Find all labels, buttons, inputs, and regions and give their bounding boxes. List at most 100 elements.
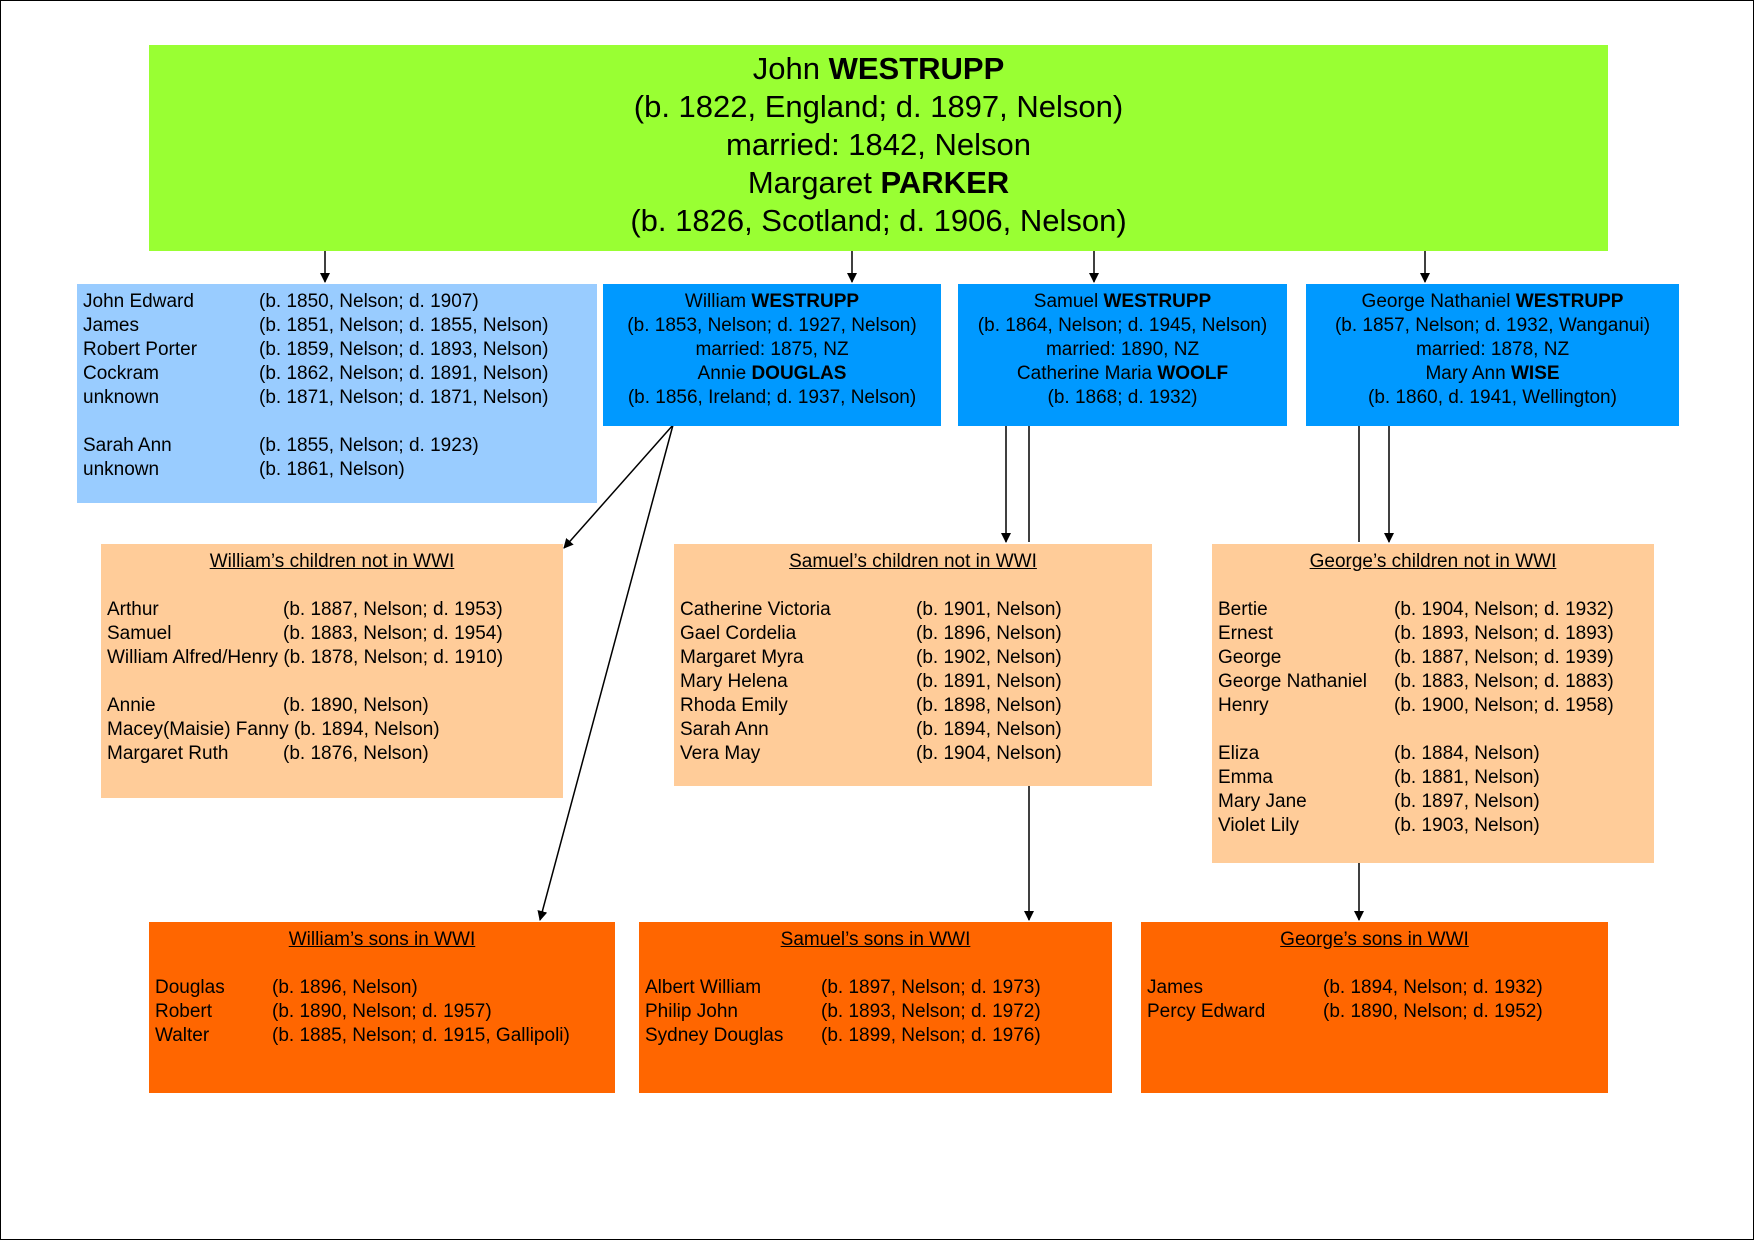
george-sons-title: George’s sons in WWI xyxy=(1280,929,1469,950)
george-sons-box: George’s sons in WWI James(b. 1894, Nels… xyxy=(1141,922,1608,1093)
person-name: Cockram xyxy=(83,363,160,384)
person-dates: (b. 1901, Nelson) xyxy=(916,599,1062,620)
person-row: Sydney Douglas (b. 1899, Nelson; d. 1976) xyxy=(645,1024,1112,1048)
person-dates: (b. 1878, Nelson; d. 1910) xyxy=(283,647,504,668)
person-dates: (b. 1851, Nelson; d. 1855, Nelson) xyxy=(259,315,549,336)
person-name: Albert William xyxy=(645,977,762,998)
person-row: Ernest(b. 1893, Nelson; d. 1893) xyxy=(1218,622,1654,646)
wife-dates: (b. 1826, Scotland; d. 1906, Nelson) xyxy=(630,203,1127,238)
person-dates: (b. 1893, Nelson; d. 1972) xyxy=(821,1001,1041,1022)
person-dates: (b. 1885, Nelson; d. 1915, Gallipoli) xyxy=(272,1025,570,1046)
list-gap xyxy=(107,670,563,694)
person-row: Violet Lily(b. 1903, Nelson) xyxy=(1218,814,1654,838)
person-name: Ernest xyxy=(1218,623,1273,644)
george-children-box: George’s children not in WWI Bertie(b. 1… xyxy=(1212,544,1654,863)
husband-dates: (b. 1822, England; d. 1897, Nelson) xyxy=(633,89,1124,124)
person-row: Bertie(b. 1904, Nelson; d. 1932) xyxy=(1218,598,1654,622)
list-gap xyxy=(1218,718,1654,742)
samuel-children-box: Samuel’s children not in WWI Catherine V… xyxy=(674,544,1152,786)
george-children-title: George’s children not in WWI xyxy=(1309,551,1557,572)
samuel-children-title: Samuel’s children not in WWI xyxy=(789,551,1037,572)
person-name: William Alfred/Henry xyxy=(107,647,284,668)
person-dates: (b. 1890, Nelson; d. 1952) xyxy=(1323,1001,1543,1022)
person-row: George(b. 1887, Nelson; d. 1939) xyxy=(1218,646,1654,670)
person-row: Henry(b. 1900, Nelson; d. 1958) xyxy=(1218,694,1654,718)
other-children-box: John Edward(b. 1850, Nelson; d. 1907)Jam… xyxy=(77,284,597,503)
samuel-name: Samuel WESTRUPP xyxy=(1033,291,1212,312)
samuel-spouse-name: Catherine Maria WOOLF xyxy=(1016,363,1229,384)
samuel-dates: (b. 1864, Nelson; d. 1945, Nelson) xyxy=(977,315,1268,336)
person-row: William Alfred/Henry (b. 1878, Nelson; d… xyxy=(107,646,563,670)
person-dates: (b. 1897, Nelson) xyxy=(1394,791,1540,812)
list-gap xyxy=(83,410,597,434)
person-dates: (b. 1894, Nelson) xyxy=(916,719,1062,740)
person-row: Eliza (b. 1884, Nelson) xyxy=(1218,742,1654,766)
person-dates: (b. 1898, Nelson) xyxy=(916,695,1062,716)
person-name: Rhoda Emily xyxy=(680,695,788,716)
george-marriage: married: 1878, NZ xyxy=(1415,339,1570,360)
person-dates: (b. 1894, Nelson) xyxy=(293,719,440,740)
george-dates: (b. 1857, Nelson; d. 1932, Wanganui) xyxy=(1334,315,1651,336)
person-dates: (b. 1904, Nelson) xyxy=(916,743,1062,764)
person-row: George Nathaniel(b. 1883, Nelson; d. 188… xyxy=(1218,670,1654,694)
husband-name: John WESTRUPP xyxy=(752,51,1005,86)
arrow-william-to-children xyxy=(563,424,674,549)
person-name: Emma xyxy=(1218,767,1273,788)
person-name: Sarah Ann xyxy=(83,435,172,456)
william-name: William WESTRUPP xyxy=(684,291,860,312)
person-row: Catherine Victoria(b. 1901, Nelson) xyxy=(680,598,1152,622)
person-dates: (b. 1884, Nelson) xyxy=(1394,743,1540,764)
person-name: Walter xyxy=(155,1025,210,1046)
person-dates: (b. 1887, Nelson; d. 1953) xyxy=(283,599,503,620)
person-row: Philip John (b. 1893, Nelson; d. 1972) xyxy=(645,1000,1112,1024)
person-row: Annie(b. 1890, Nelson) xyxy=(107,694,563,718)
person-row: Samuel(b. 1883, Nelson; d. 1954) xyxy=(107,622,563,646)
person-row: Vera May (b. 1904, Nelson) xyxy=(680,742,1152,766)
person-name: unknown xyxy=(83,459,160,480)
person-row: James (b. 1851, Nelson; d. 1855, Nelson) xyxy=(83,314,597,338)
william-sons-title: William’s sons in WWI xyxy=(288,929,476,950)
person-name: Eliza xyxy=(1218,743,1260,764)
william-spouse-name: Annie DOUGLAS xyxy=(697,363,847,384)
person-dates: (b. 1883, Nelson; d. 1954) xyxy=(283,623,503,644)
william-children-title: William’s children not in WWI xyxy=(209,551,455,572)
william-marriage: married: 1875, NZ xyxy=(695,339,849,360)
person-row: Walter (b. 1885, Nelson; d. 1915, Gallipo… xyxy=(155,1024,615,1048)
samuel-family-box: Samuel WESTRUPP (b. 1864, Nelson; d. 194… xyxy=(958,284,1287,426)
person-name: Robert Porter xyxy=(83,339,198,360)
samuel-spouse-dates: (b. 1868; d. 1932) xyxy=(1047,387,1198,408)
person-row: Arthur(b. 1887, Nelson; d. 1953) xyxy=(107,598,563,622)
person-row: Robert Porter(b. 1859, Nelson; d. 1893, … xyxy=(83,338,597,362)
person-name: Philip John xyxy=(645,1001,738,1022)
person-dates: (b. 1890, Nelson) xyxy=(283,695,429,716)
person-row: Emma(b. 1881, Nelson) xyxy=(1218,766,1654,790)
person-row: unknown(b. 1861, Nelson) xyxy=(83,458,597,482)
person-dates: (b. 1902, Nelson) xyxy=(916,647,1062,668)
samuel-marriage: married: 1890, NZ xyxy=(1045,339,1200,360)
person-name: John Edward xyxy=(83,291,194,312)
person-row: Margaret Ruth(b. 1876, Nelson) xyxy=(107,742,563,766)
george-spouse-name: Mary Ann WISE xyxy=(1425,363,1560,384)
person-name: James xyxy=(83,315,139,336)
george-spouse-dates: (b. 1860, d. 1941, Wellington) xyxy=(1368,387,1617,408)
person-row: Cockram(b. 1862, Nelson; d. 1891, Nelson… xyxy=(83,362,597,386)
person-name: Sydney Douglas xyxy=(645,1025,784,1046)
person-name: Mary Jane xyxy=(1218,791,1307,812)
person-dates: (b. 1897, Nelson; d. 1973) xyxy=(821,977,1041,998)
person-row: Albert William (b. 1897, Nelson; d. 1973) xyxy=(645,976,1112,1000)
person-name: Vera May xyxy=(680,743,761,764)
person-name: George xyxy=(1218,647,1282,668)
person-name: Margaret Ruth xyxy=(107,743,229,764)
person-row: unknown(b. 1871, Nelson; d. 1871, Nelson… xyxy=(83,386,597,410)
person-name: Violet Lily xyxy=(1218,815,1299,836)
george-name: George Nathaniel WESTRUPP xyxy=(1361,291,1624,312)
person-name: Macey(Maisie) Fanny xyxy=(107,719,294,740)
person-name: Margaret Myra xyxy=(680,647,804,668)
person-name: Henry xyxy=(1218,695,1269,716)
person-dates: (b. 1899, Nelson; d. 1976) xyxy=(821,1025,1041,1046)
person-row: Robert(b. 1890, Nelson; d. 1957) xyxy=(155,1000,615,1024)
person-row: James(b. 1894, Nelson; d. 1932) xyxy=(1147,976,1608,1000)
person-dates: (b. 1896, Nelson) xyxy=(272,977,418,998)
arrow-william-to-sons xyxy=(537,424,674,921)
